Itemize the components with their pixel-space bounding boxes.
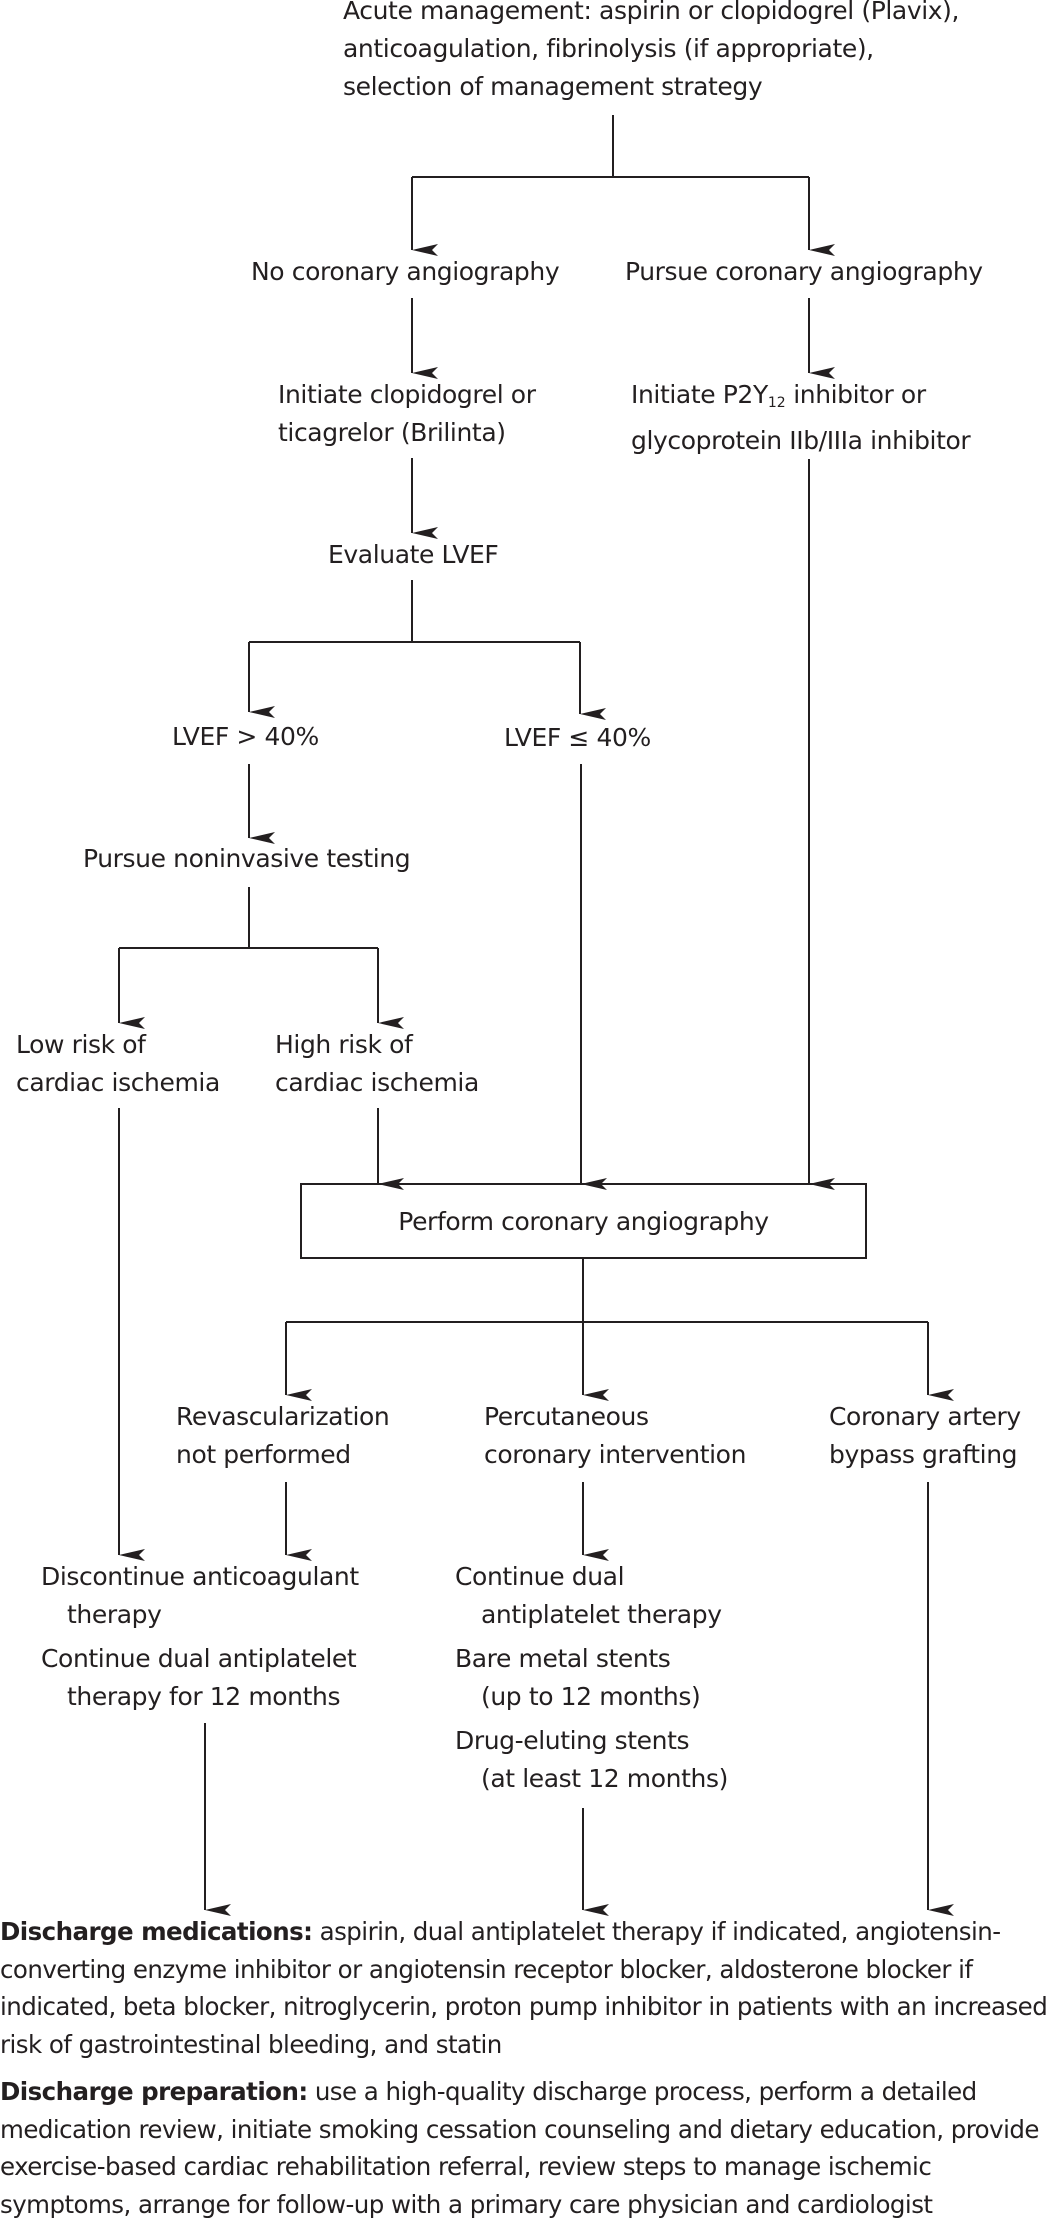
node-line: anticoagulation, fibrinolysis (if approp… <box>343 34 874 63</box>
node-lvef-40-or-less: LVEF ≤ 40% <box>504 719 651 757</box>
node-line: Percutaneous <box>484 1402 649 1431</box>
node-pursue-coronary-angiography: Pursue coronary angiography <box>625 253 983 291</box>
node-perform-coronary-angiography: Perform coronary angiography <box>300 1183 867 1259</box>
node-line: glycoprotein IIb/IIIa inhibitor <box>631 426 971 455</box>
node-label: Perform coronary angiography <box>398 1206 769 1236</box>
subscript: 12 <box>767 395 786 411</box>
node-line: Revascularization <box>176 1402 390 1431</box>
node-label: Pursue noninvasive testing <box>83 844 411 873</box>
node-label: Evaluate LVEF <box>328 540 499 569</box>
outcome-item: Discontinue anticoagulant therapy <box>41 1558 359 1634</box>
discharge-medications: Discharge medications: aspirin, dual ant… <box>0 1913 1054 2063</box>
node-evaluate-lvef: Evaluate LVEF <box>328 536 499 574</box>
outcome-line: therapy for 12 months <box>67 1682 341 1711</box>
node-line: cardiac ischemia <box>16 1068 220 1097</box>
outcome-line: (up to 12 months) <box>481 1682 701 1711</box>
node-label: No coronary angiography <box>251 257 560 286</box>
node-line: Acute management: aspirin or clopidogrel… <box>343 0 960 25</box>
node-line: selection of management strategy <box>343 72 763 101</box>
discharge-medications-text: aspirin, dual antiplatelet therapy if in… <box>0 1917 1048 2059</box>
text-part: Initiate P2Y <box>631 380 768 409</box>
node-acute-management: Acute management: aspirin or clopidogrel… <box>343 0 959 106</box>
node-no-coronary-angiography: No coronary angiography <box>251 253 560 291</box>
outcome-line: (at least 12 months) <box>481 1764 728 1793</box>
node-label: Pursue coronary angiography <box>625 257 983 286</box>
outcome-item: Drug-eluting stents (at least 12 months) <box>455 1722 728 1798</box>
node-initiate-p2y12: Initiate P2Y12 inhibitor or glycoprotein… <box>631 376 971 460</box>
node-pci: Percutaneous coronary intervention <box>484 1398 746 1474</box>
node-pci-outcome: Continue dual antiplatelet therapy Bare … <box>455 1558 728 1804</box>
outcome-line: antiplatelet therapy <box>481 1600 722 1629</box>
node-no-revasc-outcome: Discontinue anticoagulant therapy Contin… <box>41 1558 359 1722</box>
node-lvef-over-40: LVEF > 40% <box>172 718 319 756</box>
outcome-line: Drug-eluting stents <box>455 1726 690 1755</box>
node-line: not performed <box>176 1440 351 1469</box>
outcome-line: therapy <box>67 1600 162 1629</box>
outcome-line: Discontinue anticoagulant <box>41 1562 359 1591</box>
node-line: ticagrelor (Brilinta) <box>278 418 506 447</box>
text-part: inhibitor or <box>785 380 926 409</box>
node-initiate-clopidogrel: Initiate clopidogrel or ticagrelor (Bril… <box>278 376 536 452</box>
node-high-risk: High risk of cardiac ischemia <box>275 1026 479 1102</box>
discharge-preparation-heading: Discharge preparation: <box>0 2077 308 2106</box>
node-line: bypass grafting <box>829 1440 1018 1469</box>
node-revascularization-not-performed: Revascularization not performed <box>176 1398 390 1474</box>
node-line: Low risk of <box>16 1030 146 1059</box>
node-label: LVEF ≤ 40% <box>504 723 651 752</box>
outcome-line: Bare metal stents <box>455 1644 671 1673</box>
outcome-item: Continue dual antiplatelet therapy <box>455 1558 728 1634</box>
outcome-item: Continue dual antiplatelet therapy for 1… <box>41 1640 359 1716</box>
node-pursue-noninvasive-testing: Pursue noninvasive testing <box>83 840 411 878</box>
node-line: High risk of <box>275 1030 413 1059</box>
discharge-medications-heading: Discharge medications: <box>0 1917 313 1946</box>
outcome-line: Continue dual antiplatelet <box>41 1644 357 1673</box>
node-line: cardiac ischemia <box>275 1068 479 1097</box>
node-low-risk: Low risk of cardiac ischemia <box>16 1026 220 1102</box>
node-cabg: Coronary artery bypass grafting <box>829 1398 1021 1474</box>
node-line: Initiate clopidogrel or <box>278 380 536 409</box>
discharge-preparation: Discharge preparation: use a high-qualit… <box>0 2073 1054 2223</box>
outcome-item: Bare metal stents (up to 12 months) <box>455 1640 728 1716</box>
node-label: LVEF > 40% <box>172 722 319 751</box>
node-line: coronary intervention <box>484 1440 747 1469</box>
node-line: Coronary artery <box>829 1402 1021 1431</box>
discharge-preparation-text: use a high-quality discharge process, pe… <box>0 2077 1039 2219</box>
outcome-line: Continue dual <box>455 1562 625 1591</box>
node-line: Initiate P2Y12 inhibitor or <box>631 376 970 422</box>
